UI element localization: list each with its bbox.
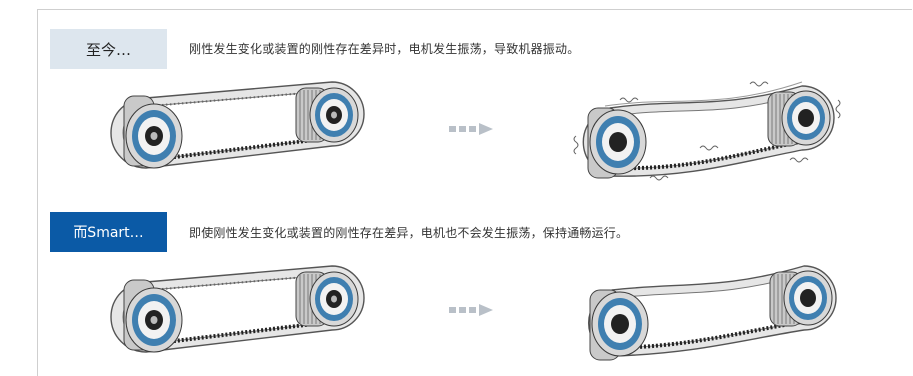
before-description: 刚性发生变化或装置的刚性存在差异时，电机发生振荡，导致机器振动。: [189, 42, 580, 56]
belt-drive-smooth-icon: [587, 265, 837, 361]
right-arrow-icon: [449, 304, 493, 316]
belt-drive-icon: [110, 265, 365, 353]
pulley-left: [587, 107, 647, 179]
pulley-left: [589, 289, 649, 361]
pulley-right: [295, 87, 359, 143]
right-arrow-icon: [449, 123, 493, 135]
after-tag: 而Smart…: [50, 212, 167, 252]
pulley-right: [295, 271, 359, 327]
panel-border: [37, 9, 912, 376]
pulley-right: [767, 90, 831, 147]
belt-drive-icon: [110, 81, 365, 169]
before-tag: 至今…: [50, 29, 167, 69]
pulley-left: [123, 279, 183, 353]
vibration-mark-icon: [573, 81, 841, 181]
after-description: 即使刚性发生变化或装置的刚性存在差异，电机也不会发生振荡，保持通畅运行。: [189, 226, 629, 240]
pulley-right: [769, 270, 833, 327]
belt-drive-vibrating-icon: [573, 81, 841, 181]
pulley-left: [123, 95, 183, 169]
